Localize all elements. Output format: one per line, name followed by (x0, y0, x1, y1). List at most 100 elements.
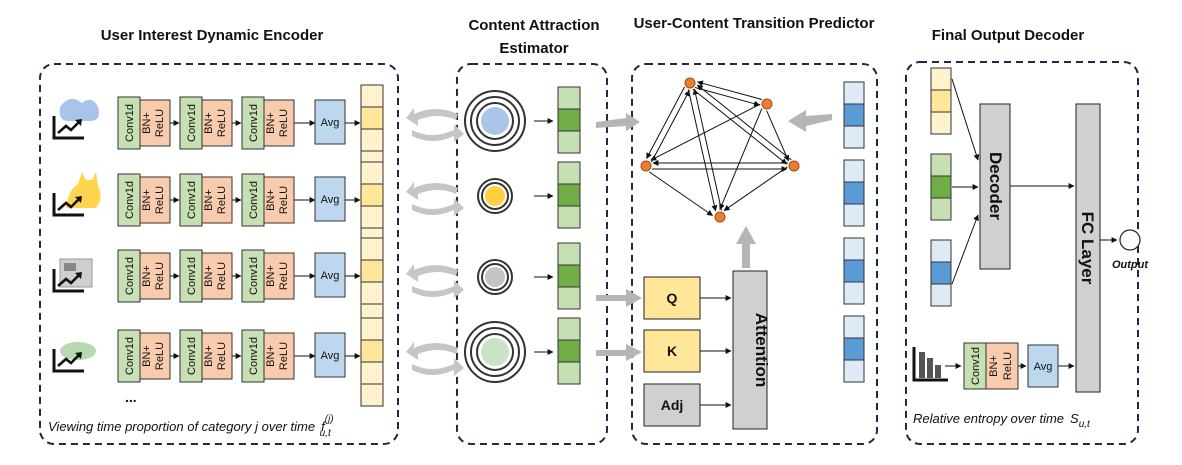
decoder-input-vector-cell (930, 239, 952, 263)
gray-arrow-q (596, 289, 642, 307)
bar-axis (912, 347, 948, 382)
bn-label: BN+ (141, 189, 153, 211)
relu-label: ReLU (154, 109, 166, 137)
encoder-output-vector (360, 317, 384, 407)
trend-line (57, 197, 81, 211)
graph-node (788, 160, 800, 172)
gray-arrow-top (596, 113, 640, 131)
estimator-output-vector-cell (557, 286, 581, 310)
estimator-output-vector-cell (557, 130, 581, 154)
trend-arrowhead (75, 272, 82, 279)
conv-label: Conv1d (124, 104, 136, 142)
estimator-output-vector-cell (557, 205, 581, 229)
graph-edge (692, 88, 788, 165)
news-line-chart-icon (52, 258, 93, 293)
graph-edge (719, 108, 763, 210)
predictor-vector-cell (843, 281, 865, 305)
estimator-output-vector-cell (557, 183, 581, 207)
decoder-input-vector-cell (930, 153, 952, 177)
avg-block (314, 99, 346, 145)
conv-label: Conv1d (248, 257, 260, 295)
estimator-output-vector (557, 242, 581, 310)
graph-edge (648, 171, 714, 216)
bn-relu-block (139, 332, 171, 380)
axis (52, 193, 84, 217)
conv-label: Conv1d (186, 104, 198, 142)
encoder-output-vector-cell (360, 339, 384, 363)
bn-label: BN+ (141, 112, 153, 134)
gamepad-shape (59, 98, 99, 121)
relu-label: ReLU (278, 186, 290, 214)
conv-label: Conv1d (124, 181, 136, 219)
decoder-input-vector (930, 239, 952, 307)
encoder-output-vector (360, 161, 384, 251)
estimator-output-vector (557, 317, 581, 385)
double-arrow-1 (406, 108, 464, 142)
avg-label: Avg (1034, 361, 1053, 373)
trend-line (57, 353, 81, 367)
predictor-output-vectors (843, 81, 865, 383)
trend-arrowhead (75, 119, 82, 126)
target-ring (476, 333, 514, 371)
estimator-rows (464, 86, 581, 385)
decoder-input-vector-cell (930, 67, 952, 91)
estimator-output-vector-cell (557, 161, 581, 185)
viewing-caption: Viewing time proportion of category j ov… (48, 414, 334, 439)
predictor-vector-cell (843, 203, 865, 227)
target-ring (477, 259, 513, 295)
relu-label: ReLU (154, 262, 166, 290)
conv-label: Conv1d (186, 181, 198, 219)
conv-label: Conv1d (186, 337, 198, 375)
gray-arrow-attention-up (736, 226, 756, 268)
bar (927, 358, 933, 378)
gray-arrow-k (596, 344, 642, 361)
news-target-icon (477, 259, 513, 295)
newspaper-photo (64, 263, 76, 271)
estimator-output-vector-cell (557, 264, 581, 288)
gray-arrow-graph-output (788, 110, 832, 132)
estimator-output-vector-cell (557, 108, 581, 132)
bn-label: BN+ (203, 345, 215, 367)
decoder-input-vector-cell (930, 175, 952, 199)
attention-label: Attention (752, 313, 771, 388)
avg-block (314, 252, 346, 298)
predictor-vector-cell (843, 315, 865, 339)
arrow-right (412, 198, 464, 216)
target-center (481, 107, 509, 135)
target-center (481, 338, 509, 366)
graph-edge (696, 80, 763, 101)
bn-relu-block (139, 99, 171, 147)
arrow-right (412, 358, 464, 376)
conv-label: Conv1d (248, 104, 260, 142)
graph-edge (723, 166, 788, 211)
graph-edge (650, 103, 761, 161)
relu-label: ReLU (216, 186, 228, 214)
estimator-title-line1: Content Attraction (468, 17, 599, 34)
k-box (643, 329, 701, 373)
bn-relu-block (201, 99, 233, 147)
adj-label: Adj (661, 397, 684, 413)
conv-label: Conv1d (248, 337, 260, 375)
target-ring (470, 327, 520, 377)
predictor-frame (631, 63, 878, 445)
arrow-left (406, 108, 458, 126)
graph-node (714, 211, 726, 223)
output-label: Output (1112, 259, 1149, 271)
bn-label: BN+ (203, 189, 215, 211)
predictor-vector (843, 237, 865, 305)
line-chart-mark (52, 269, 84, 293)
adj-box (643, 383, 701, 427)
bn-label: BN+ (265, 345, 277, 367)
predictor-title: User-Content Transition Predictor (634, 15, 875, 32)
conv-label: Conv1d (124, 337, 136, 375)
bn-label: BN+ (265, 265, 277, 287)
encoder-output-vector-cell (360, 84, 384, 108)
target-ring (481, 263, 509, 291)
encoder-output-vector-cell (360, 128, 384, 152)
relu-label: ReLU (154, 342, 166, 370)
bn-label: BN+ (265, 189, 277, 211)
bn-relu-block (201, 332, 233, 380)
